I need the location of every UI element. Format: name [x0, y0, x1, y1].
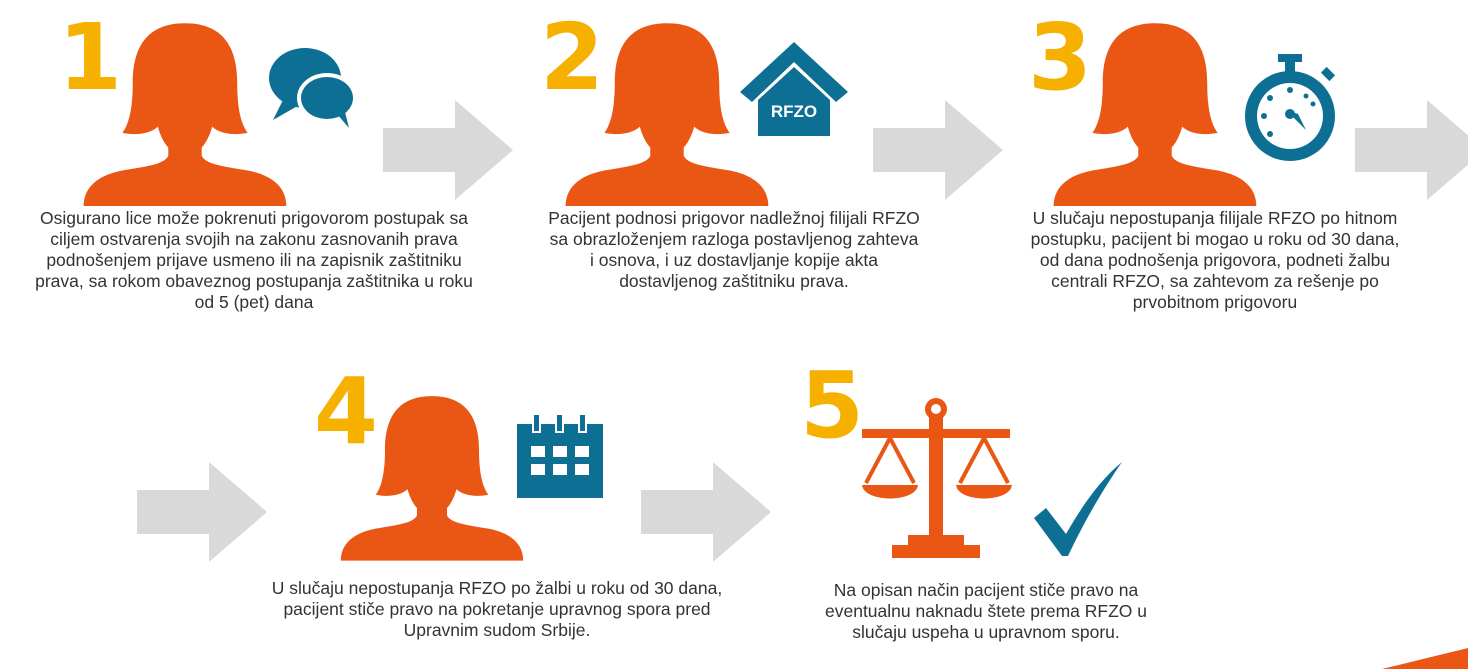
chat-bubbles-icon [269, 48, 357, 128]
step-number-5: 5 [800, 352, 864, 459]
step-3-description: U slučaju nepostupanja filijale RFZO po … [1030, 208, 1400, 312]
step-4-description: U slučaju nepostupanja RFZO po žalbi u r… [271, 578, 723, 640]
step-number-3: 3 [1028, 4, 1092, 111]
step-5-description: Na opisan način pacijent stiče pravo na … [825, 580, 1147, 642]
house-icon: RFZO [740, 42, 848, 136]
arrow-4-5 [640, 462, 772, 562]
arrow-in-4 [136, 462, 268, 562]
corner-decoration [1382, 648, 1468, 669]
person-icon [80, 18, 290, 206]
scales-icon [862, 398, 1012, 558]
calendar-icon [517, 413, 603, 498]
arrow-1-2 [382, 100, 514, 200]
step-1-description: Osigurano lice može pokrenuti prigovorom… [35, 208, 473, 312]
step-number-4: 4 [314, 358, 378, 465]
step-2-description: Pacijent podnosi prigovor nadležnoj fili… [548, 208, 920, 291]
arrow-3-next [1354, 100, 1468, 200]
person-icon [1050, 18, 1260, 206]
person-icon [338, 382, 526, 570]
step-number-1: 1 [58, 4, 122, 111]
stopwatch-icon [1245, 54, 1336, 161]
house-label: RFZO [771, 102, 817, 121]
step-number-2: 2 [540, 4, 604, 111]
checkmark-icon [1034, 462, 1122, 556]
arrow-2-3 [872, 100, 1004, 200]
